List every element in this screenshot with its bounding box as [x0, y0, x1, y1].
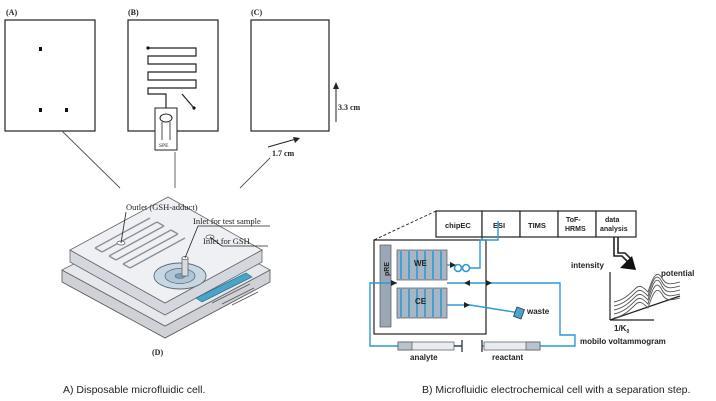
analyte-syringe — [397, 340, 463, 352]
pipeline-esi: ESI — [493, 221, 505, 230]
we-label: WE — [414, 259, 428, 268]
connector-a — [61, 130, 121, 189]
pipeline — [435, 210, 637, 238]
reactant-label: reactant — [492, 353, 523, 362]
label-c: (C) — [251, 8, 262, 17]
k0-label: 1/K0 — [614, 324, 629, 335]
serpentine-channel — [147, 47, 197, 108]
device-3d — [61, 196, 271, 339]
pipeline-box-esi — [481, 210, 521, 238]
callout-outlet-line — [120, 211, 127, 244]
label-d: (D) — [152, 348, 163, 357]
pipeline-tims: TIMS — [528, 221, 546, 230]
callout-sample-line — [184, 225, 199, 259]
callout-inlet-gsh: Inlet for GSH — [203, 236, 250, 246]
ce-electrode — [396, 287, 448, 319]
ce-label: CE — [415, 297, 427, 306]
callout-inlet-sample: Inlet for test sample — [193, 216, 261, 226]
connector-c — [239, 157, 271, 189]
pipeline-chipec: chipEC — [445, 221, 471, 230]
analyte-label: analyte — [410, 353, 438, 362]
intensity-label: intensity — [571, 261, 604, 270]
potential-label: potential — [661, 269, 694, 278]
we-electrode — [396, 249, 448, 281]
voltammogram-label: mobilo voltammogram — [580, 337, 666, 346]
dim-width-label: 1.7 cm — [272, 149, 295, 158]
pre-electrode — [379, 244, 392, 328]
waste-vial — [513, 306, 525, 320]
callout-gsh-line — [209, 236, 223, 247]
label-b: (B) — [128, 8, 139, 17]
caption-right: B) Microfluidic electrochemical cell wit… — [422, 384, 691, 396]
reactant-syringe — [481, 340, 541, 352]
panel-c — [250, 19, 339, 148]
spe-label: SPE — [159, 143, 169, 149]
waste-label: waste — [526, 307, 550, 316]
pipeline-box-tims — [519, 210, 559, 238]
pipeline-tof: ToF-HRMS — [565, 217, 586, 233]
pipeline-box-data — [595, 210, 637, 238]
dim-height-label: 3.3 cm — [338, 103, 361, 112]
callout-outlet: Outlet (GSH-adduct) — [126, 202, 198, 212]
caption-left: A) Disposable microfluidic cell. — [63, 384, 206, 396]
label-a: (A) — [6, 8, 17, 17]
panel-a — [4, 19, 96, 132]
pre-label: pRE — [384, 262, 391, 276]
panel-b — [127, 19, 219, 151]
pipeline-box-tof — [557, 210, 597, 238]
double-arrow — [613, 237, 636, 270]
voltammogram — [609, 272, 681, 321]
